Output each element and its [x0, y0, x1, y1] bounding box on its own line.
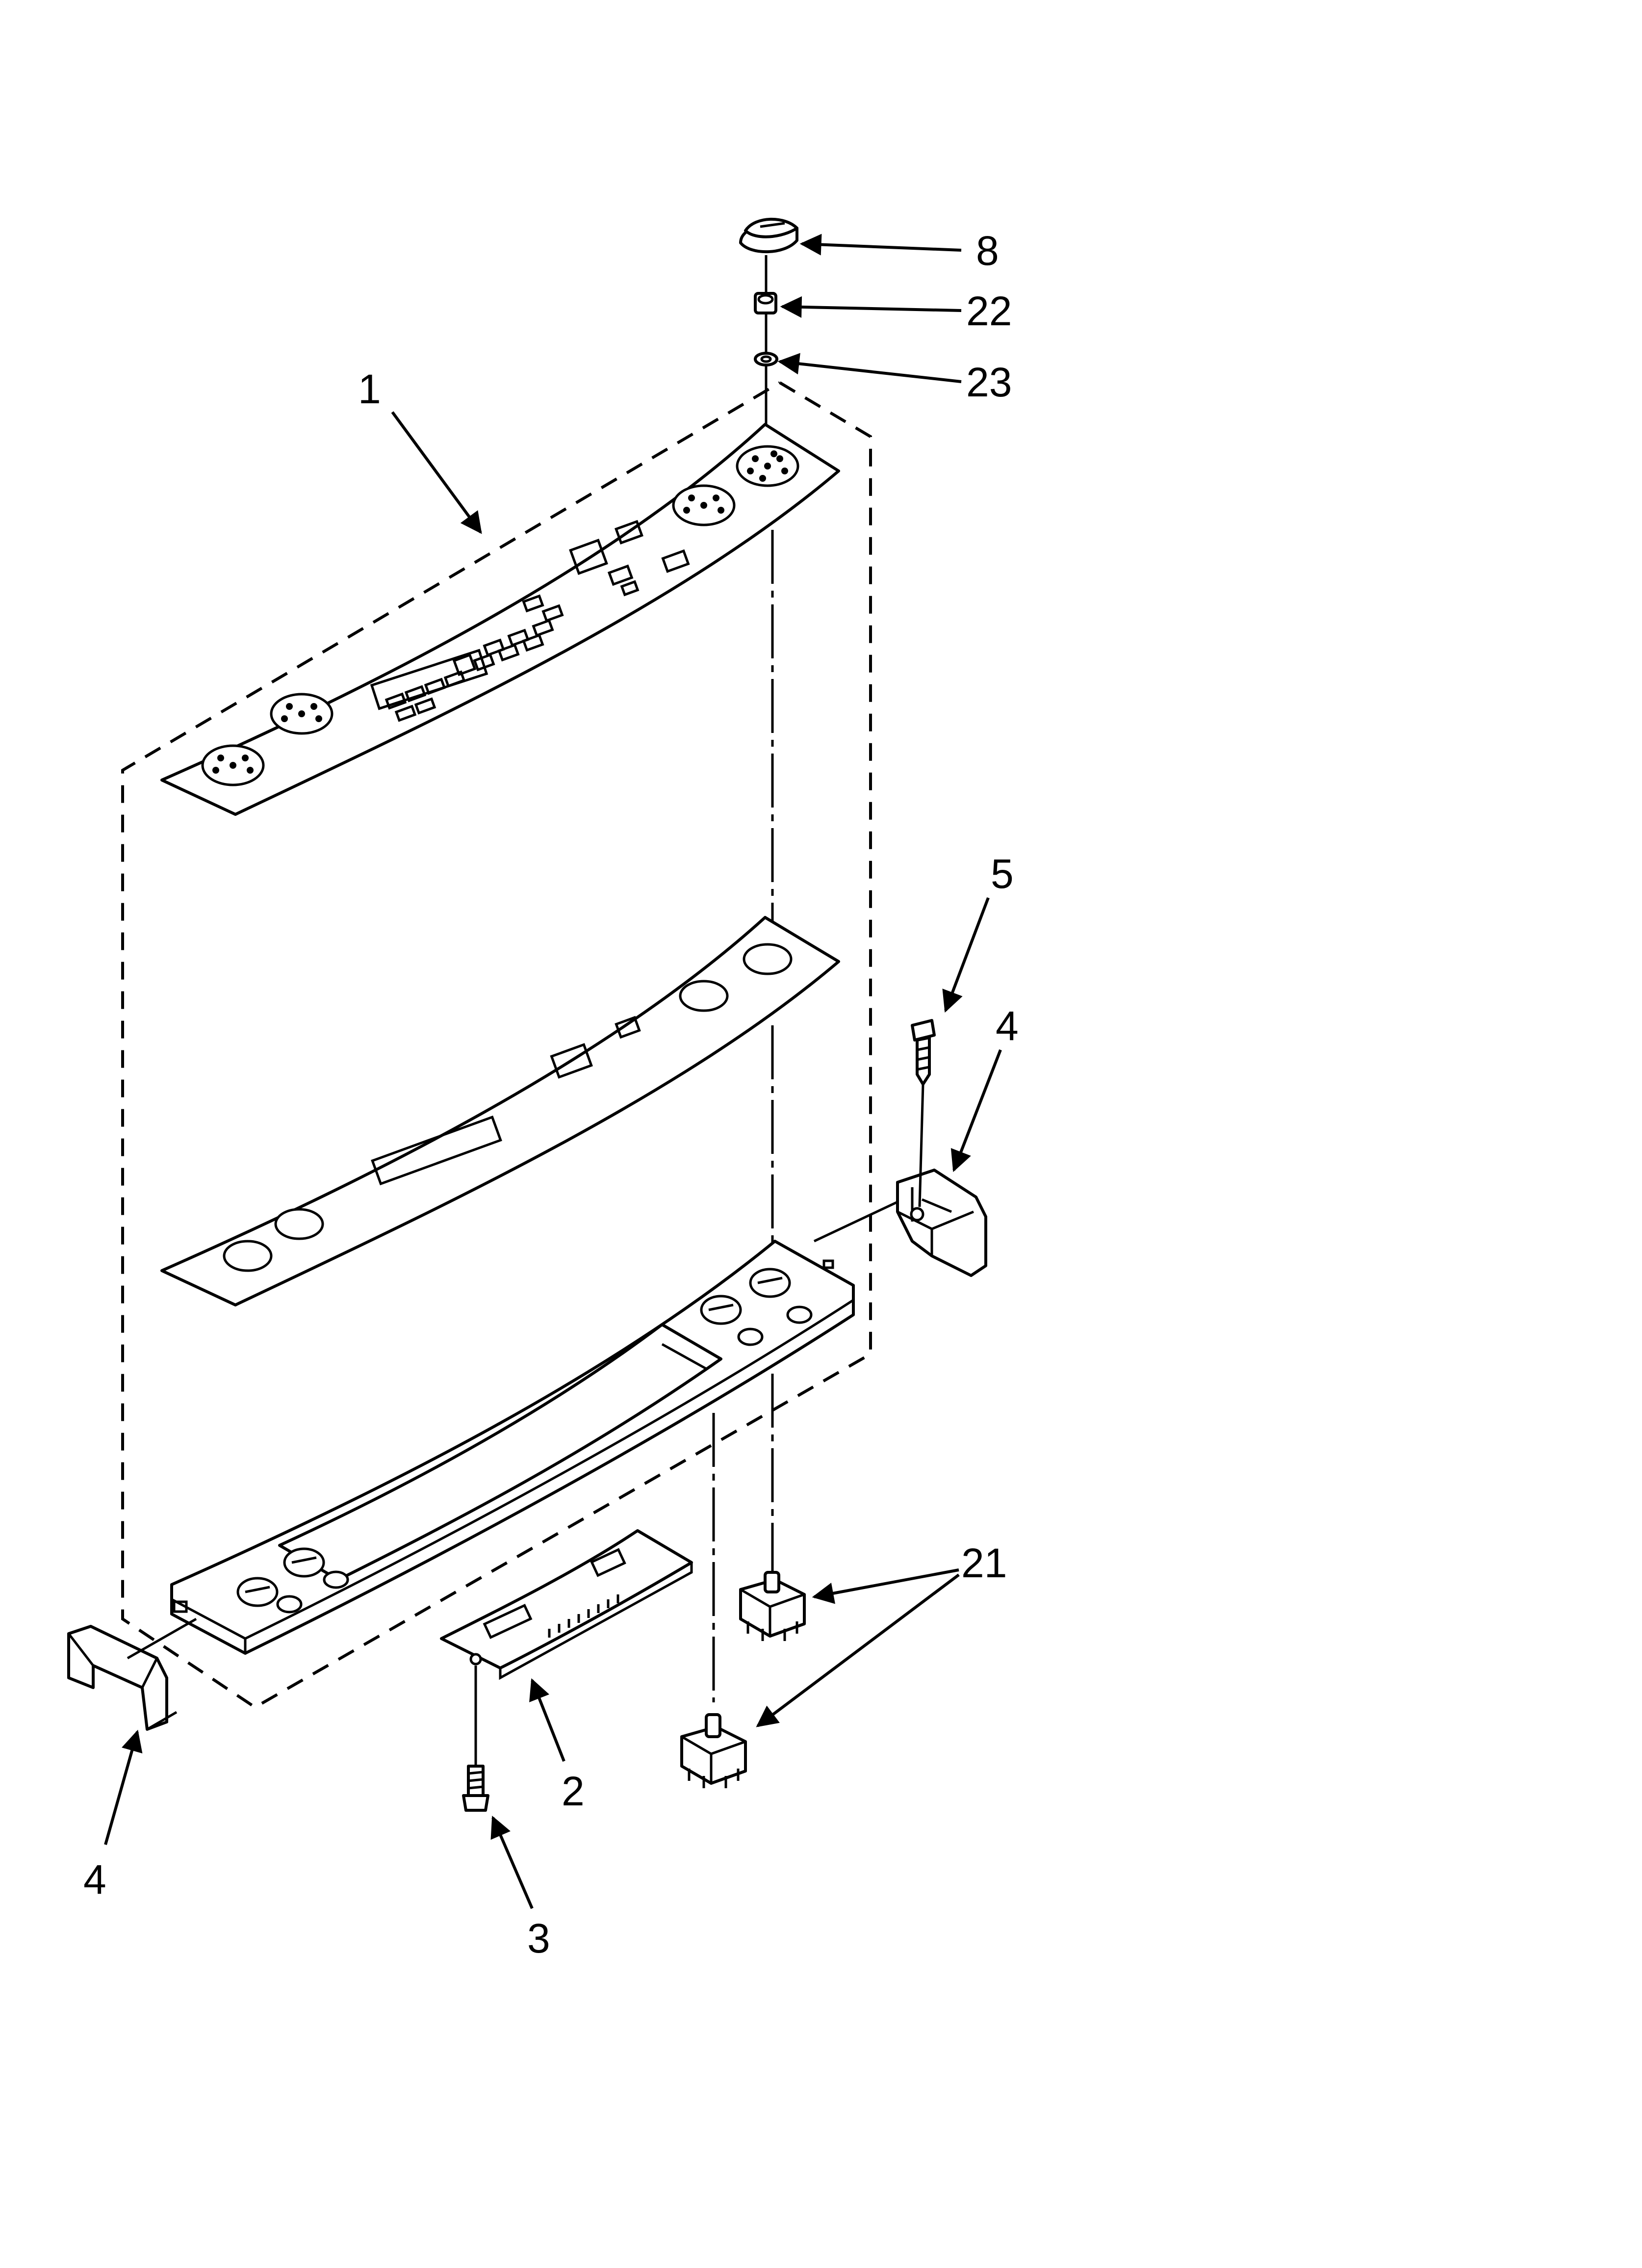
- leader-line-2: [529, 1678, 565, 1762]
- knob-part-8: [739, 217, 798, 254]
- callout-23: 23: [966, 359, 1012, 405]
- callout-3: 3: [527, 1915, 550, 1961]
- assembly-dashed-boundary: [121, 381, 872, 1709]
- callout-1: 1: [358, 366, 381, 412]
- screw-part-5: [911, 1019, 936, 1086]
- leader-line-22: [780, 296, 962, 318]
- leader-line-4-left: [104, 1729, 143, 1845]
- leader-line-21-b: [756, 1573, 960, 1727]
- end-cap-left-part-4: [67, 1625, 178, 1731]
- control-panel-housing: [170, 1240, 855, 1655]
- washer-part-23: [754, 352, 778, 366]
- control-board-part-2: [440, 1529, 693, 1680]
- callout-21: 21: [961, 1540, 1007, 1586]
- control-panel-spacer: [160, 916, 840, 1306]
- leader-line-1: [391, 411, 482, 534]
- callout-2: 2: [562, 1768, 585, 1814]
- nut-part-22: [754, 292, 777, 314]
- leader-line-5: [942, 897, 990, 1013]
- leader-line-21-a: [812, 1568, 959, 1604]
- callout-5: 5: [991, 851, 1014, 897]
- leader-line-8: [799, 234, 962, 256]
- leader-line-4-right: [950, 1049, 1002, 1173]
- control-panel-overlay: [160, 423, 840, 816]
- callout-22: 22: [966, 288, 1012, 334]
- rotary-switch-part-21: [739, 1571, 806, 1641]
- screw-centerline: [918, 1084, 924, 1207]
- callout-4-right: 4: [996, 1003, 1019, 1049]
- screw-part-3: [462, 1765, 489, 1812]
- end-cap-right-part-4: [896, 1169, 987, 1277]
- callout-8: 8: [976, 228, 999, 274]
- callout-4-left: 4: [83, 1856, 106, 1903]
- end-cap-alignment-line: [127, 1617, 197, 1660]
- leader-line-3: [490, 1815, 534, 1909]
- end-cap-alignment-line: [813, 1200, 898, 1243]
- leader-line-23: [777, 353, 962, 383]
- rotary-switch-part-21: [680, 1713, 747, 1788]
